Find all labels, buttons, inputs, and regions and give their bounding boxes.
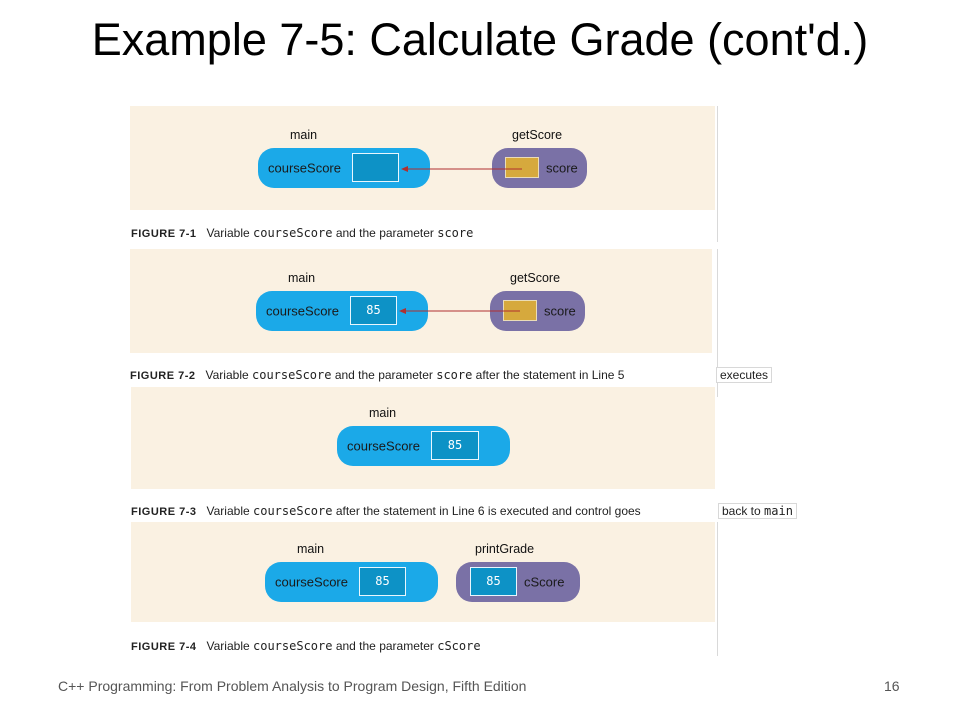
caption-code: courseScore xyxy=(253,639,333,653)
caption-code: main xyxy=(764,504,793,518)
printgrade-label: printGrade xyxy=(475,542,535,556)
caption-overflow: back to main xyxy=(718,503,797,519)
caption-code: score xyxy=(437,226,474,240)
caption-code: courseScore xyxy=(253,226,333,240)
cscore-label: cScore xyxy=(524,574,565,590)
footer-book-title: C++ Programming: From Problem Analysis t… xyxy=(58,678,527,694)
coursescore-label: courseScore xyxy=(275,574,348,590)
main-frame: courseScore xyxy=(337,426,510,466)
score-label: score xyxy=(546,160,578,176)
caption-text: and the parameter xyxy=(332,639,438,653)
slide-title: Example 7-5: Calculate Grade (cont'd.) xyxy=(91,14,869,65)
coursescore-value-box xyxy=(352,153,399,182)
coursescore-value-box: 85 xyxy=(431,431,479,460)
figure-number: FIGURE 7-1 xyxy=(131,228,197,240)
reference-arrow xyxy=(399,308,520,314)
caption-code: cScore xyxy=(437,639,481,653)
main-frame: courseScore xyxy=(258,148,430,188)
coursescore-label: courseScore xyxy=(347,438,420,454)
caption-code: courseScore xyxy=(253,504,333,518)
figure-7-2-caption: FIGURE 7-2 Variable courseScore and the p… xyxy=(130,368,624,382)
figure-divider xyxy=(717,522,718,656)
caption-text: Variable xyxy=(206,504,253,518)
caption-text: Variable xyxy=(206,639,253,653)
cscore-value-box: 85 xyxy=(470,567,517,596)
caption-text: and the parameter xyxy=(331,368,437,382)
caption-code: courseScore xyxy=(252,368,332,382)
coursescore-label: courseScore xyxy=(268,160,341,176)
score-label: score xyxy=(544,303,576,319)
footer-page-number: 16 xyxy=(884,678,900,694)
coursescore-label: courseScore xyxy=(266,303,339,319)
caption-text: after the statement in Line 5 xyxy=(472,368,625,382)
caption-text: back to xyxy=(722,504,765,518)
getscore-label: getScore xyxy=(512,128,563,142)
reference-arrow xyxy=(401,166,522,172)
getscore-label: getScore xyxy=(510,271,561,285)
main-frame: courseScore xyxy=(265,562,438,602)
coursescore-value-box: 85 xyxy=(350,296,397,325)
main-frame: courseScore xyxy=(256,291,428,331)
caption-text: after the statement in Line 6 is execute… xyxy=(332,504,641,518)
coursescore-value-box: 85 xyxy=(359,567,406,596)
score-param-box xyxy=(505,157,539,178)
caption-text: and the parameter xyxy=(332,226,438,240)
main-label: main xyxy=(288,271,316,285)
figure-divider xyxy=(717,249,718,397)
caption-text: Variable xyxy=(206,226,253,240)
figure-number: FIGURE 7-4 xyxy=(131,641,197,653)
main-label: main xyxy=(290,128,318,142)
main-label: main xyxy=(369,406,397,420)
caption-overflow: executes xyxy=(716,367,773,383)
caption-text: Variable xyxy=(205,368,252,382)
figure-7-3-caption: FIGURE 7-3 Variable courseScore after the… xyxy=(131,504,641,518)
main-label: main xyxy=(297,542,325,556)
figure-7-1-caption: FIGURE 7-1 Variable courseScore and the p… xyxy=(131,226,473,240)
figure-number: FIGURE 7-2 xyxy=(130,370,196,382)
getscore-frame: score xyxy=(492,148,587,188)
figure-number: FIGURE 7-3 xyxy=(131,506,197,518)
caption-code: score xyxy=(436,368,473,382)
figure-divider xyxy=(717,106,718,242)
figure-7-4-caption: FIGURE 7-4 Variable courseScore and the p… xyxy=(131,639,481,653)
